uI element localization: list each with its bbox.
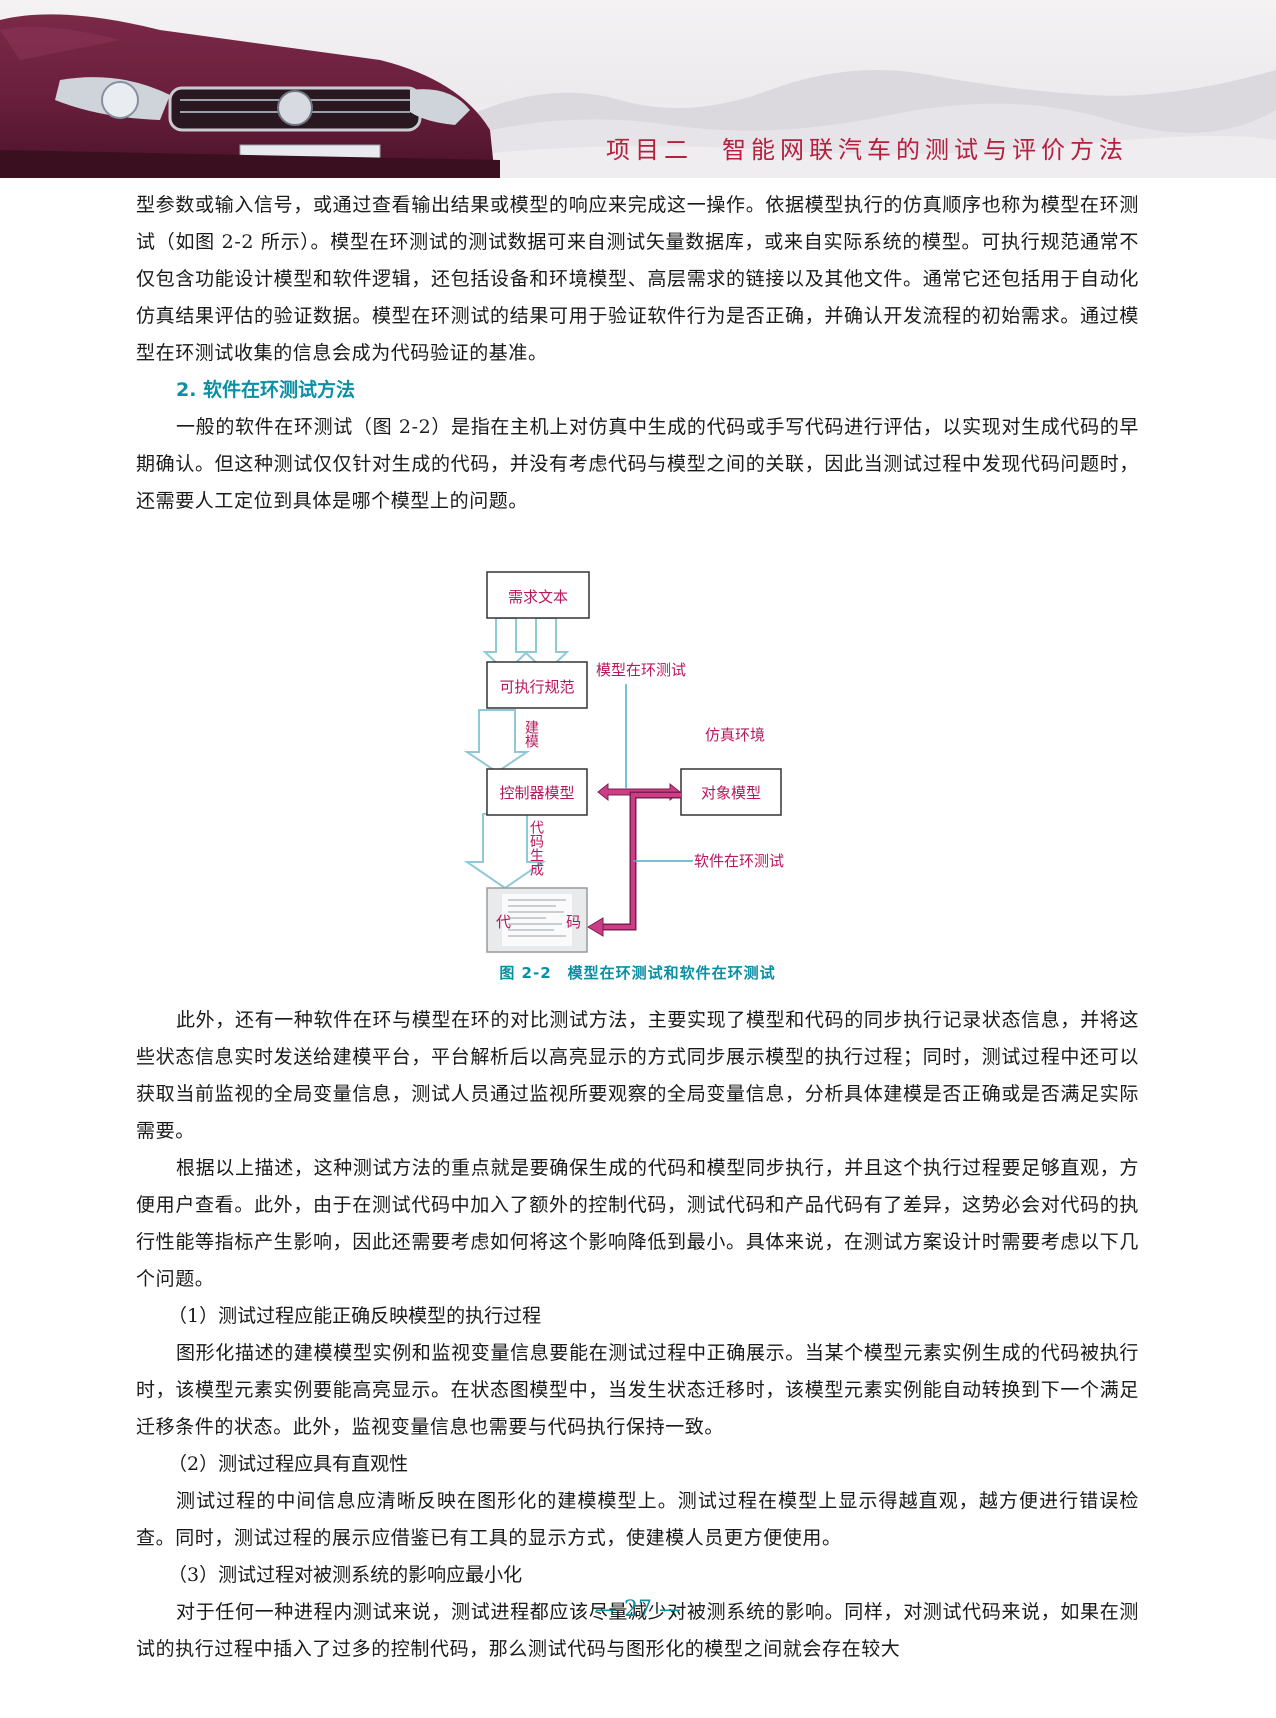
paragraph: 一般的软件在环测试（图 2-2）是指在主机上对仿真中生成的代码或手写代码进行评估… (136, 416, 1139, 512)
paragraph: 图形化描述的建模模型实例和监视变量信息要能在测试过程中正确展示。当某个模型元素实… (136, 1342, 1139, 1438)
car-illustration (0, 14, 500, 178)
box-executable-spec-label: 可执行规范 (499, 678, 574, 696)
annotation-mil: 模型在环测试 (596, 661, 686, 679)
page-header: 项目二 智能网联汽车的测试与评价方法 (0, 0, 1276, 178)
down-arrow-icon (463, 813, 547, 890)
item-title: （3）测试过程对被测系统的影响应最小化 (168, 1564, 523, 1586)
figure-2-2: 需求文本 可执行规范 控制器模型 对象模型 代 码 建模 代码生成 (136, 532, 1139, 1002)
box-requirements-label: 需求文本 (508, 588, 568, 606)
mountain-background-illustration (470, 70, 1276, 178)
code-screenshot (502, 894, 572, 946)
down-arrow-icon (463, 709, 531, 774)
box-executable-spec (486, 661, 588, 709)
box-controller-model-label: 控制器模型 (499, 784, 574, 802)
paragraph: 此外，还有一种软件在环与模型在环的对比测试方法，主要实现了模型和代码的同步执行记… (136, 1009, 1139, 1142)
paragraph: 型参数或输入信号，或通过查看输出结果或模型的响应来完成这一操作。依据模型执行的仿… (136, 194, 1139, 364)
box-code-label-right: 码 (566, 913, 581, 931)
figure-caption: 图 2-2 模型在环测试和软件在环测试 (499, 964, 776, 982)
box-code-label-left: 代 (496, 913, 511, 931)
box-controller-model (486, 768, 588, 816)
annotation-sim-env: 仿真环境 (705, 726, 765, 744)
item-title: （2）测试过程应具有直观性 (168, 1453, 409, 1475)
section-heading: 2. 软件在环测试方法 (176, 379, 356, 401)
arrow-label-modeling: 建模 (523, 720, 539, 748)
paragraph: 测试过程的中间信息应清晰反映在图形化的建模模型上。测试过程在模型上显示得越直观，… (136, 1490, 1139, 1549)
box-requirements (486, 571, 590, 619)
annotation-sil: 软件在环测试 (694, 852, 784, 870)
arrow-label-codegen: 代码生成 (528, 820, 544, 877)
paragraph: 根据以上描述，这种测试方法的重点就是要确保生成的代码和模型同步执行，并且这个执行… (136, 1157, 1139, 1290)
chapter-title: 项目二 智能网联汽车的测试与评价方法 (606, 136, 1128, 164)
flow-diagram: 需求文本 可执行规范 控制器模型 对象模型 代 码 建模 代码生成 (463, 571, 784, 953)
paragraph: 对于任何一种进程内测试来说，测试进程都应该尽量减少对被测系统的影响。同样，对测试… (136, 1601, 1139, 1660)
box-object-model (680, 768, 782, 816)
item-title: （1）测试过程应能正确反映模型的执行过程 (168, 1305, 542, 1327)
page-number: — 27 — (595, 1597, 681, 1622)
page-content: 型参数或输入信号，或通过查看输出结果或模型的响应来完成这一操作。依据模型执行的仿… (136, 187, 1139, 1668)
box-object-model-label: 对象模型 (701, 784, 761, 802)
